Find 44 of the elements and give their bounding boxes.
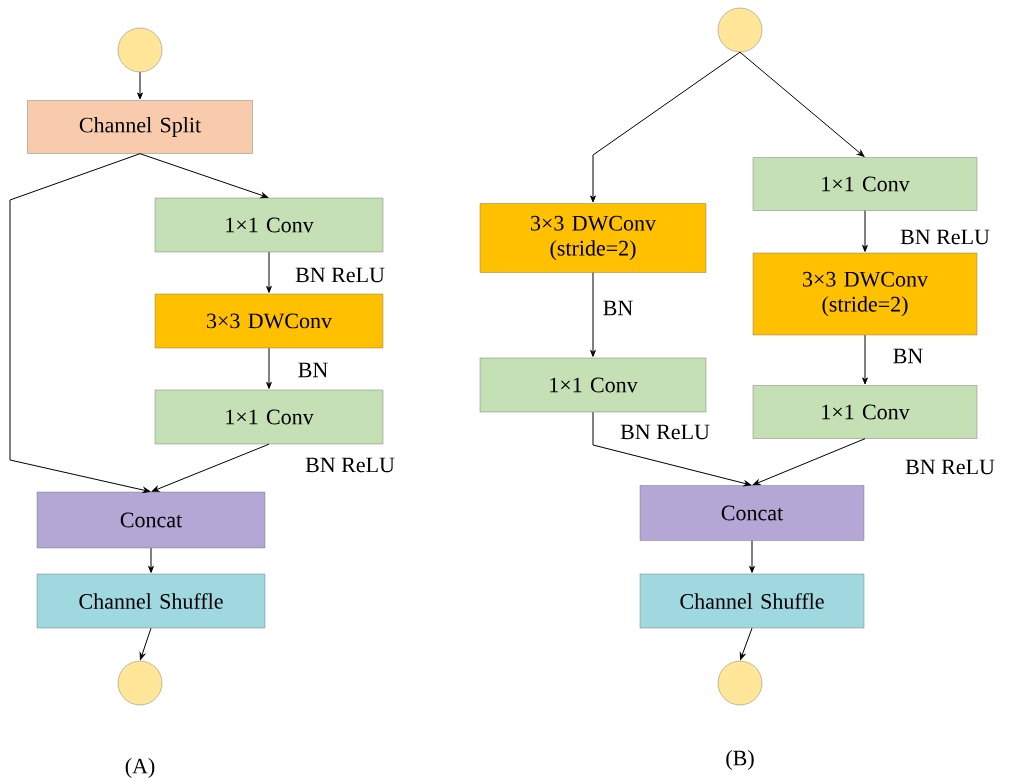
arrow bbox=[266, 251, 272, 293]
edge-label: BN ReLU bbox=[899, 228, 991, 246]
edge-label: BN ReLU bbox=[294, 266, 386, 284]
arrow bbox=[266, 347, 272, 389]
edge-label: BN bbox=[891, 347, 925, 365]
process-box: 1×1 Conv bbox=[479, 357, 707, 413]
process-box: Channel Shuffle bbox=[639, 573, 865, 629]
arrow bbox=[739, 51, 865, 157]
edge-label: BN bbox=[601, 299, 635, 317]
panel-label: (B) bbox=[726, 750, 754, 770]
edge-label: BN ReLU bbox=[904, 458, 996, 476]
circle-node bbox=[717, 660, 763, 706]
process-box: 3×3 DWConv (stride=2) bbox=[752, 252, 978, 336]
circle-node bbox=[717, 7, 763, 53]
process-box: 3×3 DWConv (stride=2) bbox=[479, 203, 707, 273]
process-box: Channel Split bbox=[27, 100, 253, 154]
arrow bbox=[151, 443, 270, 492]
process-box: Concat bbox=[36, 491, 266, 549]
arrow bbox=[139, 627, 152, 660]
process-box: 1×1 Conv bbox=[154, 197, 384, 253]
arrow bbox=[139, 153, 269, 199]
process-box: 3×3 DWConv bbox=[154, 293, 384, 349]
process-box: 1×1 Conv bbox=[752, 157, 978, 211]
arrow bbox=[148, 547, 154, 573]
arrow bbox=[592, 411, 752, 487]
arrow bbox=[862, 334, 868, 385]
arrow bbox=[137, 71, 143, 100]
arrow bbox=[862, 210, 868, 252]
edge-label: BN ReLU bbox=[619, 423, 711, 441]
process-box: Channel Shuffle bbox=[36, 573, 266, 629]
arrow bbox=[739, 627, 753, 660]
arrow bbox=[590, 272, 596, 357]
process-box: 1×1 Conv bbox=[752, 385, 978, 439]
arrow bbox=[9, 153, 151, 493]
circle-node bbox=[117, 27, 163, 73]
arrow bbox=[749, 540, 755, 573]
process-box: Concat bbox=[639, 485, 865, 541]
arrow bbox=[752, 438, 866, 486]
edge-label: BN bbox=[296, 361, 330, 379]
circle-node bbox=[117, 660, 163, 706]
process-box: 1×1 Conv bbox=[154, 389, 384, 445]
panel-label: (A) bbox=[125, 758, 155, 778]
edge-label: BN ReLU bbox=[304, 456, 396, 474]
arrow bbox=[590, 51, 741, 203]
